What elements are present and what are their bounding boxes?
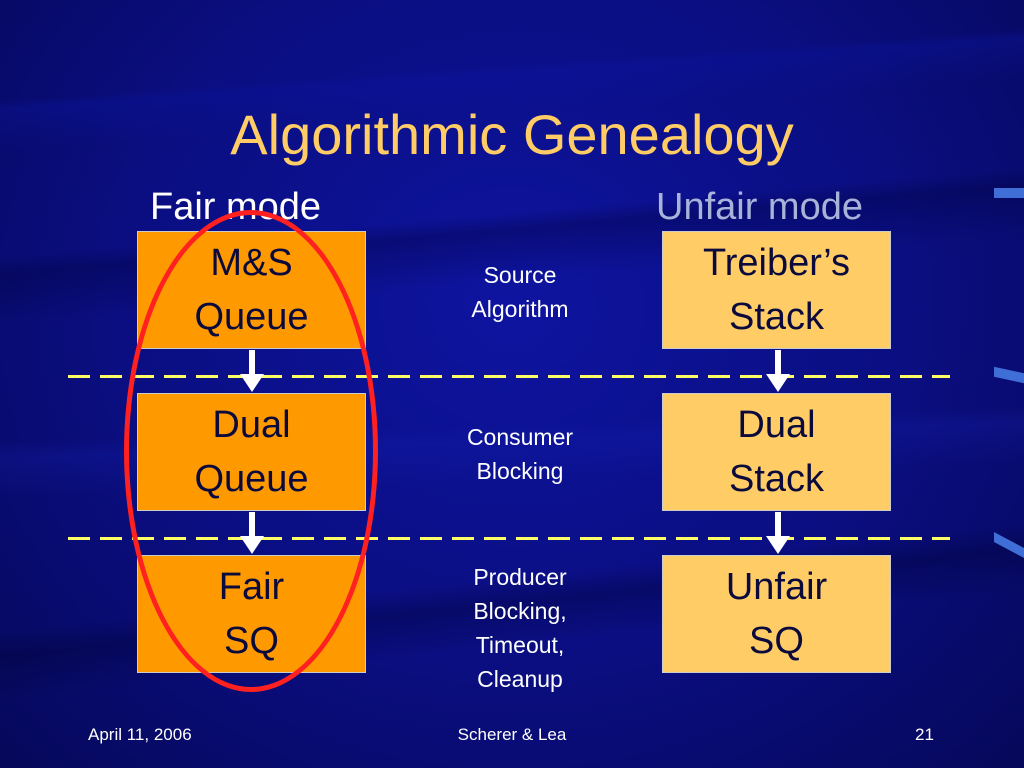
- arrow-down-icon: [766, 350, 790, 392]
- box-label-line: Dual: [737, 404, 816, 446]
- divider-dashed-line: [68, 537, 950, 540]
- desc-line: Algorithm: [471, 296, 569, 322]
- desc-line: Cleanup: [477, 666, 563, 692]
- decorative-edge-mark: [994, 366, 1024, 384]
- decorative-edge-mark: [994, 532, 1024, 558]
- unfair-sq-box: Unfair SQ: [662, 555, 891, 673]
- footer-date: April 11, 2006: [88, 725, 192, 744]
- box-label-line: Treiber’s: [702, 242, 851, 284]
- box-label-line: Unfair: [725, 566, 828, 608]
- consumer-blocking-label: Consumer Blocking: [420, 420, 620, 488]
- desc-line: Consumer: [466, 424, 574, 450]
- desc-line: Timeout,: [475, 632, 565, 658]
- slide-title: Algorithmic Genealogy: [230, 103, 794, 166]
- divider-dashed-line: [68, 375, 950, 378]
- desc-line: Producer: [473, 564, 567, 590]
- arrow-down-icon: [766, 512, 790, 554]
- box-label-line: Stack: [728, 296, 825, 338]
- source-algorithm-label: Source Algorithm: [420, 258, 620, 326]
- decorative-edge-mark: [994, 188, 1024, 198]
- slide-number: 21: [915, 725, 934, 744]
- fair-mode-highlight-oval: [124, 210, 378, 692]
- box-label-line: SQ: [749, 620, 804, 662]
- desc-line: Blocking,: [473, 598, 567, 624]
- treibers-stack-box: Treiber’s Stack: [662, 231, 891, 349]
- desc-line: Source: [483, 262, 557, 288]
- dual-stack-box: Dual Stack: [662, 393, 891, 511]
- producer-blocking-label: Producer Blocking, Timeout, Cleanup: [420, 560, 620, 696]
- unfair-mode-heading: Unfair mode: [656, 186, 863, 228]
- footer-authors: Scherer & Lea: [457, 725, 567, 744]
- desc-line: Blocking: [476, 458, 564, 484]
- box-label-line: Stack: [728, 458, 825, 500]
